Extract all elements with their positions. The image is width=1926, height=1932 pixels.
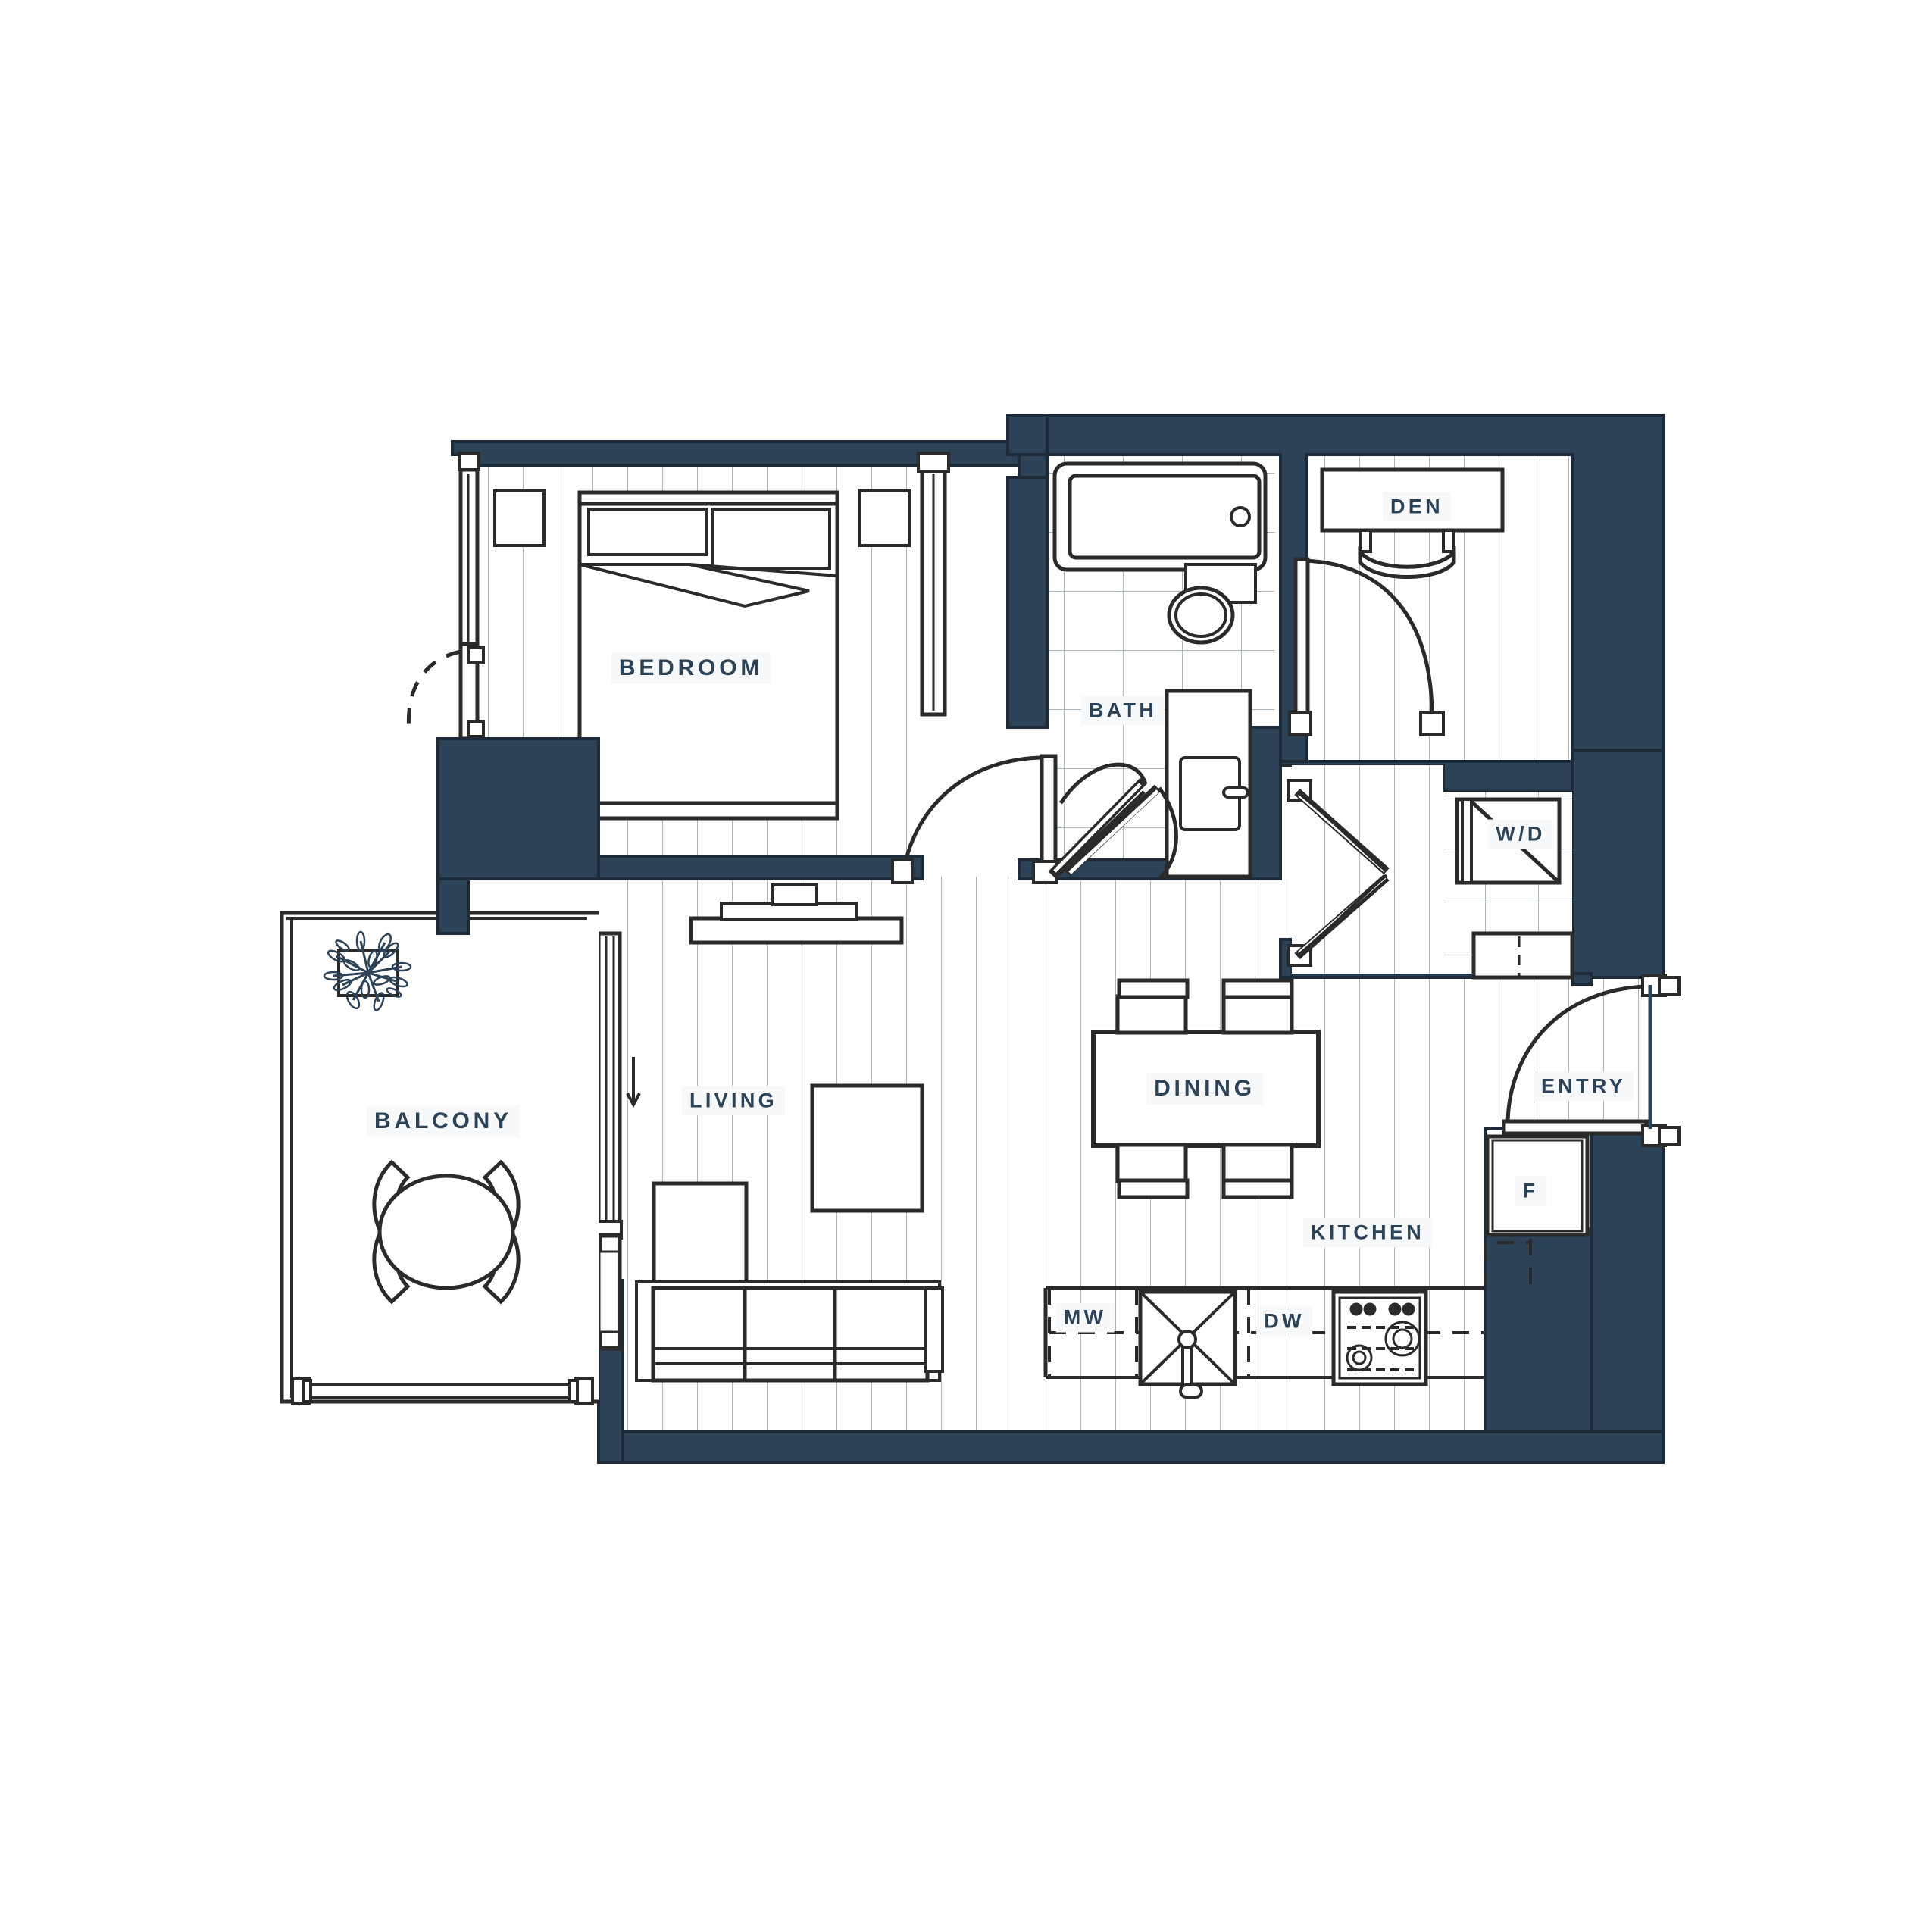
living-furniture [635,1083,944,1383]
dining-set [1091,978,1321,1199]
laundry-shelf [1471,931,1574,980]
dining-table [1091,1030,1321,1148]
kitchen-sink [1138,1290,1237,1399]
bath-door [891,754,1178,884]
coffee-table [810,1083,924,1213]
balcony-area [280,911,599,1405]
nightstand-left [493,489,546,547]
laundry-bifold-doors [1287,779,1390,967]
bedroom-closet-jamb [917,452,950,717]
gas-cooktop [1331,1290,1428,1386]
balcony-sliding-door[interactable] [552,931,641,1351]
nightstand-right [858,489,911,547]
den-door [1288,557,1445,736]
washer-dryer [1455,797,1562,885]
desk-chair [1358,546,1456,579]
media-console [689,883,904,945]
bedroom-window-door [406,452,485,741]
exterior-wall-jog [436,737,600,935]
patio-set [372,1159,521,1305]
desk [1320,467,1505,533]
bath-fixtures [1052,461,1268,879]
planter [323,930,412,1011]
entry-door[interactable] [1502,974,1681,1147]
side-table [652,1181,749,1292]
round-patio-table [377,1174,515,1290]
